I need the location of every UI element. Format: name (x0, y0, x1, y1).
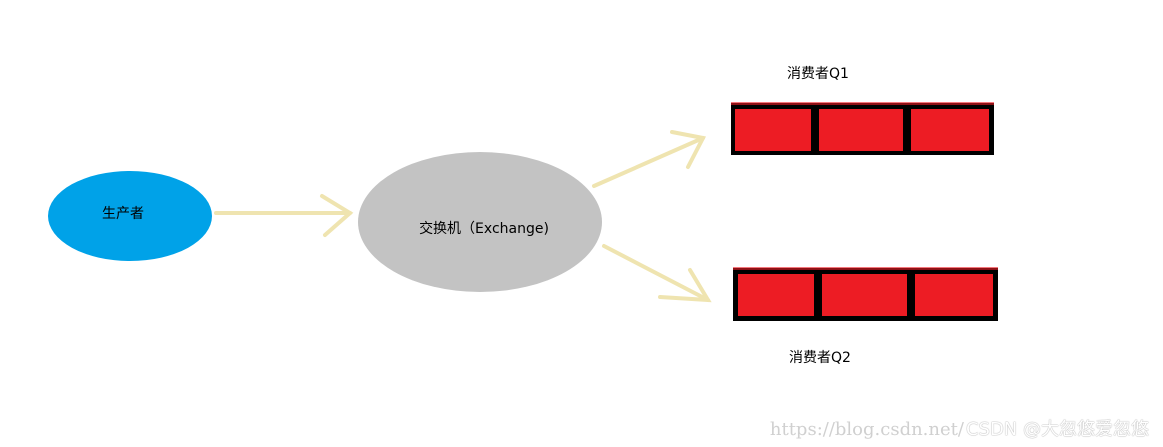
queue1-segment (735, 109, 811, 151)
queue1-label: 消费者Q1 (787, 66, 849, 82)
exchange-label: 交换机（Exchange) (419, 220, 549, 237)
queue2-label: 消费者Q2 (789, 350, 851, 366)
watermark: https://blog.csdn.net/CSDN @大忽悠爱忽悠 (770, 415, 1149, 441)
queue2-top-edge (733, 267, 998, 270)
arrow-exchange-to-queue2 (602, 244, 712, 303)
queue1-top-edge (731, 102, 994, 105)
queue1-segment (911, 109, 989, 151)
arrow-producer-to-exchange (214, 194, 354, 237)
watermark-url: https://blog.csdn.net/ (769, 419, 964, 440)
exchange-ellipse (358, 152, 602, 292)
watermark-text: CSDN @大忽悠爱忽悠 (965, 419, 1149, 440)
producer-node: 生产者 (48, 171, 212, 261)
queue2-segment (915, 274, 993, 316)
exchange-node: 交换机（Exchange) (358, 152, 602, 292)
queue1 (731, 102, 994, 155)
queue2 (733, 267, 998, 321)
queue1-segment (819, 109, 903, 151)
producer-ellipse (48, 171, 212, 261)
queue2-segment (738, 274, 814, 316)
producer-label: 生产者 (102, 206, 144, 222)
queue2-segment (822, 274, 907, 316)
arrow-exchange-to-queue1 (592, 130, 707, 188)
